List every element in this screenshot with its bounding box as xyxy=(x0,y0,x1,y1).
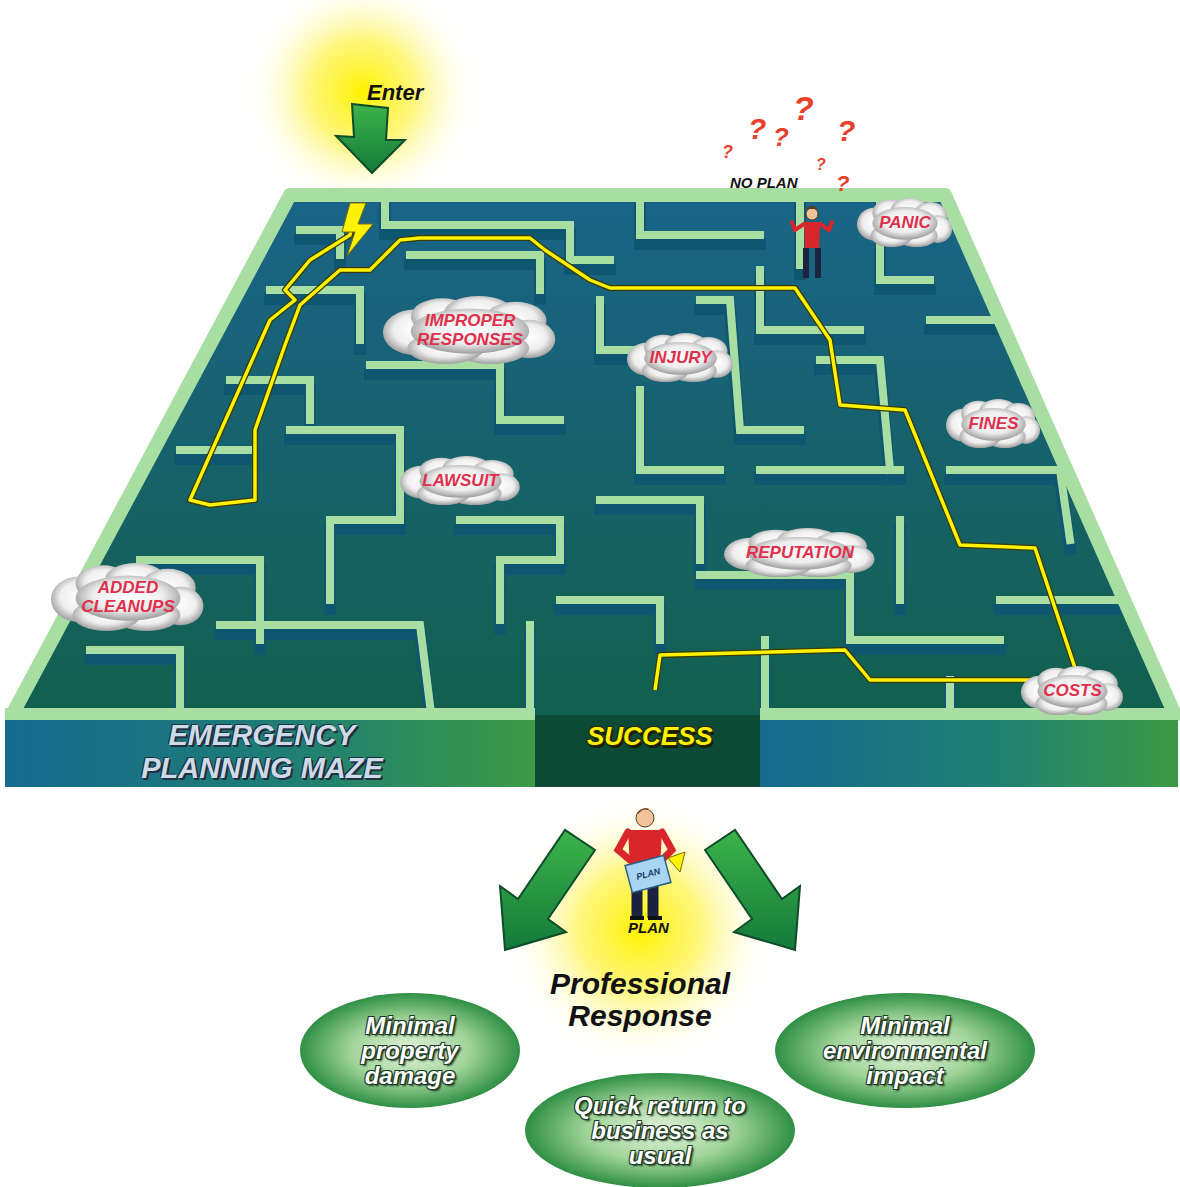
caption-label: Enter xyxy=(367,80,423,105)
text-holder: COSTS xyxy=(1043,681,1102,700)
question-mark: ? xyxy=(722,142,733,163)
question-mark: ? xyxy=(748,111,766,146)
text-holder: REPUTATION xyxy=(746,543,854,562)
question-mark: ? xyxy=(816,156,826,174)
front-wall-top xyxy=(760,708,1178,720)
text-holder: Minimal property damage xyxy=(335,1013,485,1088)
outcome-oval: Minimal property damage xyxy=(300,993,520,1108)
enter-arrow xyxy=(336,104,405,173)
front-wall-right xyxy=(760,720,1178,787)
risk-cloud: INJURY xyxy=(627,333,734,382)
risk-text: REPUTATION xyxy=(746,543,854,562)
caption-label: NO PLAN xyxy=(730,174,798,191)
risk-text: IMPROPER RESPONSES xyxy=(405,311,535,349)
lightning-bolt xyxy=(342,203,373,256)
risk-cloud: LAWSUIT xyxy=(400,456,521,505)
maze-title: EMERGENCY PLANNING MAZE xyxy=(112,719,412,785)
text-holder: ADDED CLEANUPS xyxy=(73,578,183,616)
risk-cloud: COSTS xyxy=(1021,666,1124,715)
planning-person xyxy=(618,808,685,918)
outcome-text: Minimal environmental impact xyxy=(810,1013,1000,1088)
risk-text: PANIC xyxy=(879,213,931,232)
text-holder: Minimal environmental impact xyxy=(810,1013,1000,1088)
risk-cloud: ADDED CLEANUPS xyxy=(51,563,205,631)
risk-text: ADDED CLEANUPS xyxy=(73,578,183,616)
risk-text: INJURY xyxy=(649,348,711,367)
risk-text: COSTS xyxy=(1043,681,1102,700)
front-wall-left xyxy=(5,720,535,787)
outcome-arrow xyxy=(705,830,800,950)
success-gap xyxy=(535,715,760,787)
text-holder: LAWSUIT xyxy=(422,471,499,490)
outcome-arrow xyxy=(500,830,595,950)
front-wall-top xyxy=(5,708,535,720)
question-mark: ? xyxy=(773,122,789,152)
question-mark: ? xyxy=(793,89,814,128)
solution-path xyxy=(190,205,1075,690)
risk-cloud: REPUTATION xyxy=(724,528,876,577)
text-holder: IMPROPER RESPONSES xyxy=(405,311,535,349)
question-mark: ? xyxy=(836,171,849,196)
enter-glow xyxy=(244,0,480,210)
risk-text: LAWSUIT xyxy=(422,471,499,490)
risk-cloud: IMPROPER RESPONSES xyxy=(383,296,557,364)
maze-rim xyxy=(12,195,1175,715)
caption-label: Professional Response xyxy=(505,968,775,1032)
text-holder: Quick return to business as usual xyxy=(560,1093,760,1168)
path-outline xyxy=(190,205,1075,690)
outcome-text: Minimal property damage xyxy=(335,1013,485,1088)
text-holder: INJURY xyxy=(649,348,711,367)
outcome-oval: Minimal environmental impact xyxy=(775,993,1035,1108)
risk-cloud: PANIC xyxy=(857,198,953,247)
confused-person xyxy=(792,206,832,278)
risk-text: FINES xyxy=(968,414,1018,433)
risk-cloud: FINES xyxy=(946,399,1041,448)
outcome-oval: Quick return to business as usual xyxy=(525,1073,795,1187)
outcome-text: Quick return to business as usual xyxy=(560,1093,760,1168)
caption-label: SUCCESS xyxy=(587,721,713,751)
caption-label: PLAN xyxy=(628,919,669,936)
text-holder: FINES xyxy=(968,414,1018,433)
question-mark: ? xyxy=(837,113,855,148)
text-holder: PANIC xyxy=(879,213,931,232)
